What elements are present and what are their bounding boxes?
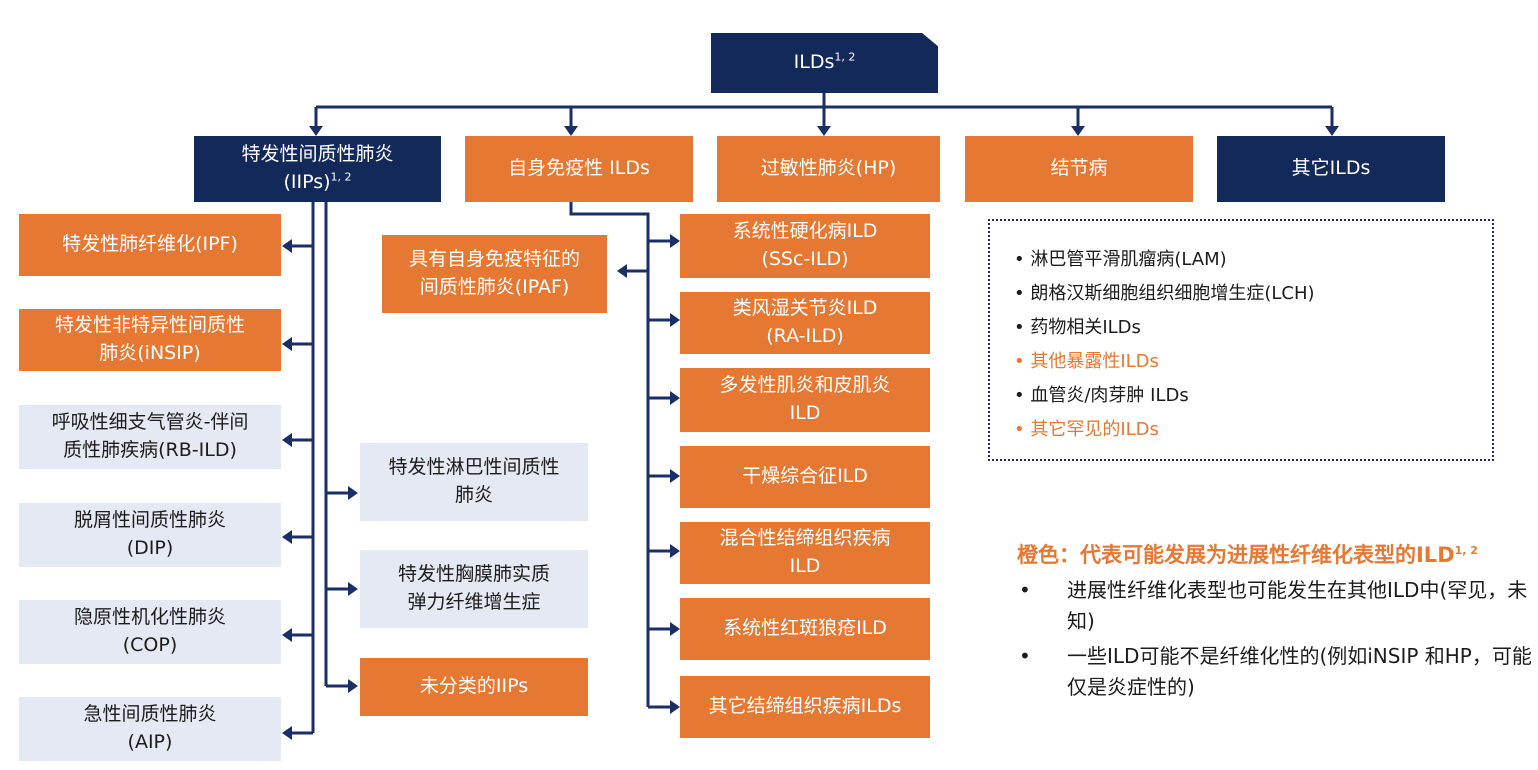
iip-type-text: (AIP) <box>127 731 173 753</box>
other-ilds-item-text: 药物相关ILDs <box>1030 317 1141 338</box>
autoimmune-type-text: 类风湿关节炎ILD <box>732 297 878 320</box>
iip-type-ipf: 特发性肺纤维化(IPF) <box>19 214 281 276</box>
bullet-icon: • <box>1019 644 1031 668</box>
autoimmune-type-text: (SSc-ILD) <box>761 248 849 270</box>
iip-rare-unclassified: 未分类的IIPs <box>360 658 588 716</box>
category-iips-line2: (IIPs) <box>283 171 331 193</box>
iip-type-text: 特发性肺纤维化(IPF) <box>62 233 238 256</box>
legend-title: 橙色：代表可能发展为进展性纤维化表型的ILD1, 2 <box>1017 540 1532 571</box>
category-iips-citation: 1, 2 <box>330 170 352 184</box>
root-citation: 1, 2 <box>834 50 856 64</box>
other-ilds-item: • 其他暴露性ILDs <box>1014 351 1159 372</box>
autoimmune-mctd-ild: 混合性结缔组织疾病 ILD <box>680 522 930 584</box>
ilds-root-node: ILDs1, 2 <box>711 33 938 93</box>
iip-type-text: 特发性非特异性间质性 <box>54 314 245 337</box>
category-other: 其它ILDs <box>1217 136 1445 202</box>
autoimmune-type-text: 混合性结缔组织疾病 <box>719 527 891 550</box>
autoimmune-type-text: ILD <box>789 402 821 424</box>
autoimmune-type-text: 系统性红斑狼疮ILD <box>723 617 887 640</box>
category-autoimmune-label: 自身免疫性 ILDs <box>508 157 650 180</box>
iip-type-aip: 急性间质性肺炎 (AIP) <box>19 697 281 761</box>
iip-type-text: 隐原性机化性肺炎 <box>73 606 226 629</box>
ipaf-node: 具有自身免疫特征的 间质性肺炎(IPAF) <box>382 235 607 313</box>
other-ilds-item: • 其它罕见的ILDs <box>1014 419 1159 440</box>
autoimmune-ssc-ild: 系统性硬化病ILD (SSc-ILD) <box>680 214 930 278</box>
other-ilds-item-text: 血管炎/肉芽肿 ILDs <box>1030 385 1189 406</box>
legend-item: • 一些ILD可能不是纤维化性的(例如iNSIP 和HP，可能仅是炎症性的) <box>1017 641 1532 703</box>
autoimmune-sjogren-ild: 干燥综合征ILD <box>680 446 930 508</box>
iip-rare-text: 弹力纤维增生症 <box>407 591 541 613</box>
other-ilds-item: • 朗格汉斯细胞组织细胞增生症(LCH) <box>1014 283 1315 304</box>
other-ilds-item-text: 其它罕见的ILDs <box>1030 419 1159 440</box>
other-ilds-list: • 淋巴管平滑肌瘤病(LAM) • 朗格汉斯细胞组织细胞增生症(LCH) • 药… <box>988 219 1494 461</box>
category-other-label: 其它ILDs <box>1291 157 1371 180</box>
category-iips-line1: 特发性间质性肺炎 <box>241 143 394 166</box>
autoimmune-sle-ild: 系统性红斑狼疮ILD <box>680 598 930 660</box>
legend-title-text: 橙色：代表可能发展为进展性纤维化表型的ILD <box>1017 543 1455 567</box>
iip-type-text: 脱屑性间质性肺炎 <box>73 509 226 532</box>
iip-type-text: 肺炎(iNSIP) <box>99 342 201 364</box>
iip-type-text: 急性间质性肺炎 <box>83 703 217 726</box>
other-ilds-item-text: 其他暴露性ILDs <box>1030 351 1159 372</box>
autoimmune-type-text: 干燥综合征ILD <box>742 465 868 488</box>
iip-rare-lip: 特发性淋巴性间质性 肺炎 <box>360 443 588 521</box>
category-sarcoidosis: 结节病 <box>965 136 1193 202</box>
legend-citation: 1, 2 <box>1454 544 1478 557</box>
iip-type-text: (DIP) <box>126 537 174 559</box>
category-hp-label: 过敏性肺炎(HP) <box>760 157 897 180</box>
autoimmune-type-text: (RA-ILD) <box>766 325 844 347</box>
iip-rare-text: 特发性淋巴性间质性 <box>388 456 560 479</box>
autoimmune-type-text: 系统性硬化病ILD <box>732 220 878 243</box>
category-hp: 过敏性肺炎(HP) <box>717 136 940 202</box>
autoimmune-other-ctd-ild: 其它结缔组织疾病ILDs <box>680 676 930 738</box>
category-autoimmune: 自身免疫性 ILDs <box>465 136 693 202</box>
iip-type-text: (COP) <box>122 634 178 656</box>
iip-type-text: 质性肺疾病(RB-ILD) <box>63 439 237 461</box>
legend-item: • 进展性纤维化表型也可能发生在其他ILD中(罕见，未知) <box>1017 575 1532 637</box>
ipaf-text: 具有自身免疫特征的 <box>408 248 580 271</box>
category-iips: 特发性间质性肺炎 (IIPs)1, 2 <box>194 136 441 202</box>
other-ilds-item: • 血管炎/肉芽肿 ILDs <box>1014 385 1189 406</box>
iip-rare-text: 特发性胸膜肺实质 <box>397 563 550 586</box>
root-label: ILDs <box>793 51 835 74</box>
legend-item-text: 进展性纤维化表型也可能发生在其他ILD中(罕见，未知) <box>1067 578 1528 633</box>
other-ilds-item-text: 淋巴管平滑肌瘤病(LAM) <box>1030 249 1227 270</box>
iip-type-dip: 脱屑性间质性肺炎 (DIP) <box>19 503 281 567</box>
iip-rare-text: 未分类的IIPs <box>419 675 529 698</box>
other-ilds-item: • 淋巴管平滑肌瘤病(LAM) <box>1014 249 1227 270</box>
iip-type-cop: 隐原性机化性肺炎 (COP) <box>19 600 281 664</box>
autoimmune-type-text: ILD <box>789 555 821 577</box>
category-sarcoidosis-label: 结节病 <box>1050 157 1108 180</box>
autoimmune-type-text: 多发性肌炎和皮肌炎 <box>719 374 891 397</box>
iip-type-rb-ild: 呼吸性细支气管炎-伴间 质性肺疾病(RB-ILD) <box>19 405 281 469</box>
iip-type-text: 呼吸性细支气管炎-伴间 <box>51 411 249 434</box>
iip-rare-ppfe: 特发性胸膜肺实质 弹力纤维增生症 <box>360 550 588 628</box>
legend: 橙色：代表可能发展为进展性纤维化表型的ILD1, 2 • 进展性纤维化表型也可能发… <box>1017 540 1532 703</box>
other-ilds-item: • 药物相关ILDs <box>1014 317 1141 338</box>
iip-type-insip: 特发性非特异性间质性 肺炎(iNSIP) <box>19 309 281 371</box>
bullet-icon: • <box>1019 578 1031 602</box>
autoimmune-type-text: 其它结缔组织疾病ILDs <box>708 695 902 718</box>
iip-rare-text: 肺炎 <box>454 484 493 506</box>
autoimmune-pm-dm-ild: 多发性肌炎和皮肌炎 ILD <box>680 368 930 432</box>
autoimmune-ra-ild: 类风湿关节炎ILD (RA-ILD) <box>680 292 930 354</box>
legend-item-text: 一些ILD可能不是纤维化性的(例如iNSIP 和HP，可能仅是炎症性的) <box>1067 644 1532 699</box>
other-ilds-item-text: 朗格汉斯细胞组织细胞增生症(LCH) <box>1030 283 1315 304</box>
ipaf-text: 间质性肺炎(IPAF) <box>419 276 570 298</box>
